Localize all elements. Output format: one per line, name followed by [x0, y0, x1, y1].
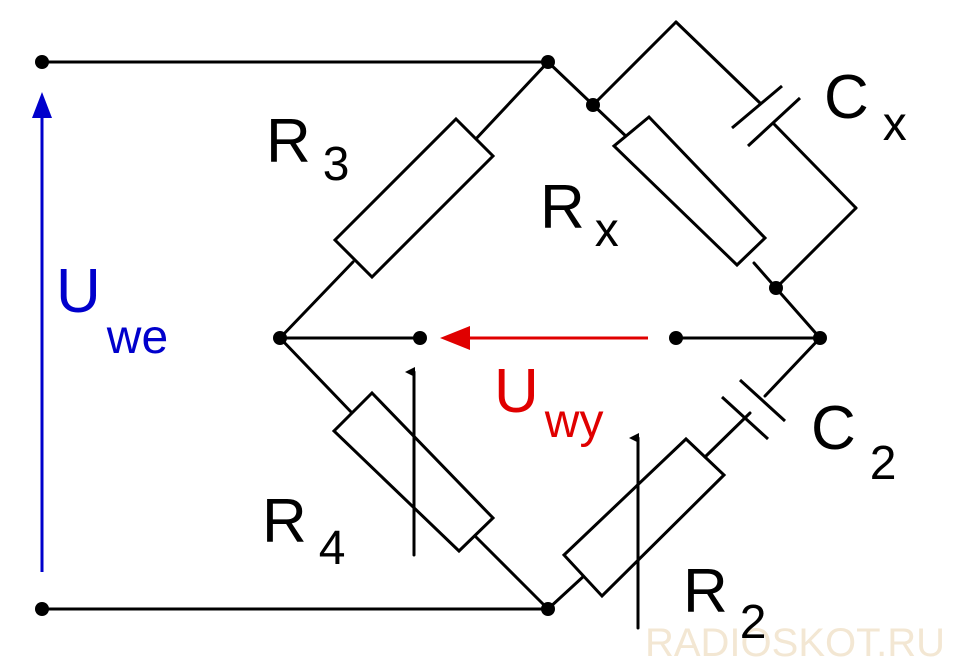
node-bridge-top — [541, 55, 555, 69]
cx-wire-d — [774, 206, 858, 290]
r4-wire-bottom — [474, 535, 550, 611]
node-bridge-right — [813, 331, 827, 345]
input-voltage-arrowhead — [32, 92, 52, 118]
node-cx-top — [586, 98, 600, 112]
watermark: RADIOSKOT.RU — [645, 621, 945, 665]
node-output-right — [669, 331, 683, 345]
c2-wire-top — [763, 336, 822, 398]
node-bridge-left — [273, 331, 287, 345]
cx-wire-c — [772, 122, 858, 210]
node-cx-bottom — [769, 281, 783, 295]
node-input-bottom — [35, 602, 49, 616]
label-uwe: Uwe — [56, 257, 168, 364]
node-output-left — [413, 331, 427, 345]
r2-wire-top — [703, 411, 752, 459]
cx-wire-b — [674, 20, 762, 105]
capacitor-cx-plate-2 — [746, 96, 802, 148]
output-voltage-arrowhead — [440, 326, 470, 350]
label-c2: C2 — [811, 394, 896, 490]
rx-wire-bottom — [752, 261, 822, 340]
capacitor-cx-plate-1 — [731, 84, 783, 130]
node-bridge-bottom — [541, 602, 555, 616]
node-input-top — [35, 55, 49, 69]
cx-wire-a — [591, 20, 678, 107]
capacitor-c2-plate-2 — [738, 378, 787, 423]
r4-wire-top — [278, 336, 355, 416]
r2-wire-bottom — [546, 573, 587, 611]
resistor-r3 — [332, 116, 496, 280]
resistor-r2 — [561, 436, 727, 599]
capacitor-c2-plate-1 — [720, 395, 770, 441]
r3-wire-bottom — [278, 260, 355, 340]
resistor-rx — [611, 114, 768, 268]
r3-wire-top — [472, 60, 550, 143]
